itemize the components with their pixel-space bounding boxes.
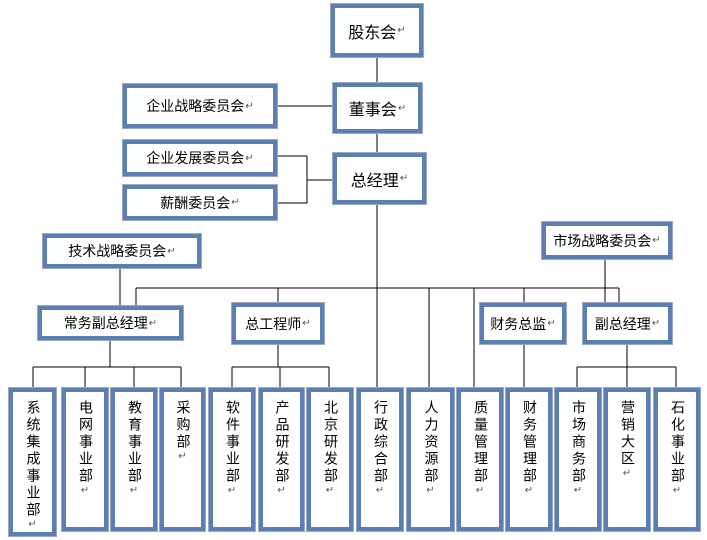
enterprise-development-committee-node: 企业发展委员会 bbox=[122, 139, 278, 177]
department-petrochemical-node: 石化事业部↵ bbox=[653, 387, 701, 532]
department-education-node: 教育事业部↵ bbox=[110, 387, 158, 532]
general-manager-node: 总经理 bbox=[332, 152, 427, 205]
department-finance-node: 财务管理部↵ bbox=[505, 387, 553, 532]
department-label: 产品研发部 bbox=[273, 400, 290, 485]
department-label: 采购部 bbox=[174, 400, 191, 451]
department-label: 电网事业部 bbox=[77, 400, 93, 485]
department-system-integration-node: 系统集成事业部↵ bbox=[8, 387, 57, 537]
deputy-gm-node: 副总经理 bbox=[582, 302, 673, 345]
department-label: 系统集成事业部 bbox=[24, 400, 41, 519]
enterprise-strategy-committee-node: 企业战略委员会 bbox=[122, 83, 278, 129]
department-software-node: 软件事业部↵ bbox=[208, 387, 256, 532]
market-strategy-committee-node: 市场战略委员会 bbox=[541, 221, 673, 260]
department-procurement-node: 采购部↵ bbox=[159, 387, 206, 532]
department-product-rnd-node: 产品研发部↵ bbox=[258, 387, 305, 532]
department-label: 行政综合部 bbox=[372, 400, 388, 485]
department-label: 教育事业部 bbox=[126, 400, 142, 485]
executive-deputy-gm-node: 常务副总经理 bbox=[37, 305, 184, 341]
compensation-committee-node: 薪酬委员会 bbox=[122, 184, 278, 221]
department-label: 质量管理部 bbox=[472, 400, 488, 485]
department-label: 软件事业部 bbox=[224, 400, 240, 485]
department-beijing-rnd-node: 北京研发部↵ bbox=[306, 387, 354, 532]
cfo-node: 财务总监 bbox=[479, 302, 567, 345]
department-label: 北京研发部 bbox=[322, 400, 338, 485]
department-human-resources-node: 人力资源部↵ bbox=[406, 387, 455, 532]
department-label: 营销大区 bbox=[619, 400, 635, 468]
department-label: 人力资源部 bbox=[422, 400, 439, 485]
department-label: 市场商务部 bbox=[570, 400, 586, 485]
board-node: 董事会 bbox=[332, 82, 423, 134]
department-label: 财务管理部 bbox=[521, 400, 537, 485]
department-label: 石化事业部 bbox=[669, 400, 685, 485]
department-administration-node: 行政综合部↵ bbox=[356, 387, 404, 532]
chief-engineer-node: 总工程师 bbox=[231, 302, 325, 345]
department-quality-node: 质量管理部↵ bbox=[456, 387, 504, 532]
department-market-business-node: 市场商务部↵ bbox=[554, 387, 602, 532]
shareholders-node: 股东会 bbox=[330, 3, 424, 58]
technology-strategy-committee-node: 技术战略委员会 bbox=[42, 233, 202, 269]
department-power-grid-node: 电网事业部↵ bbox=[61, 387, 109, 532]
department-sales-region-node: 营销大区↵ bbox=[603, 387, 651, 532]
